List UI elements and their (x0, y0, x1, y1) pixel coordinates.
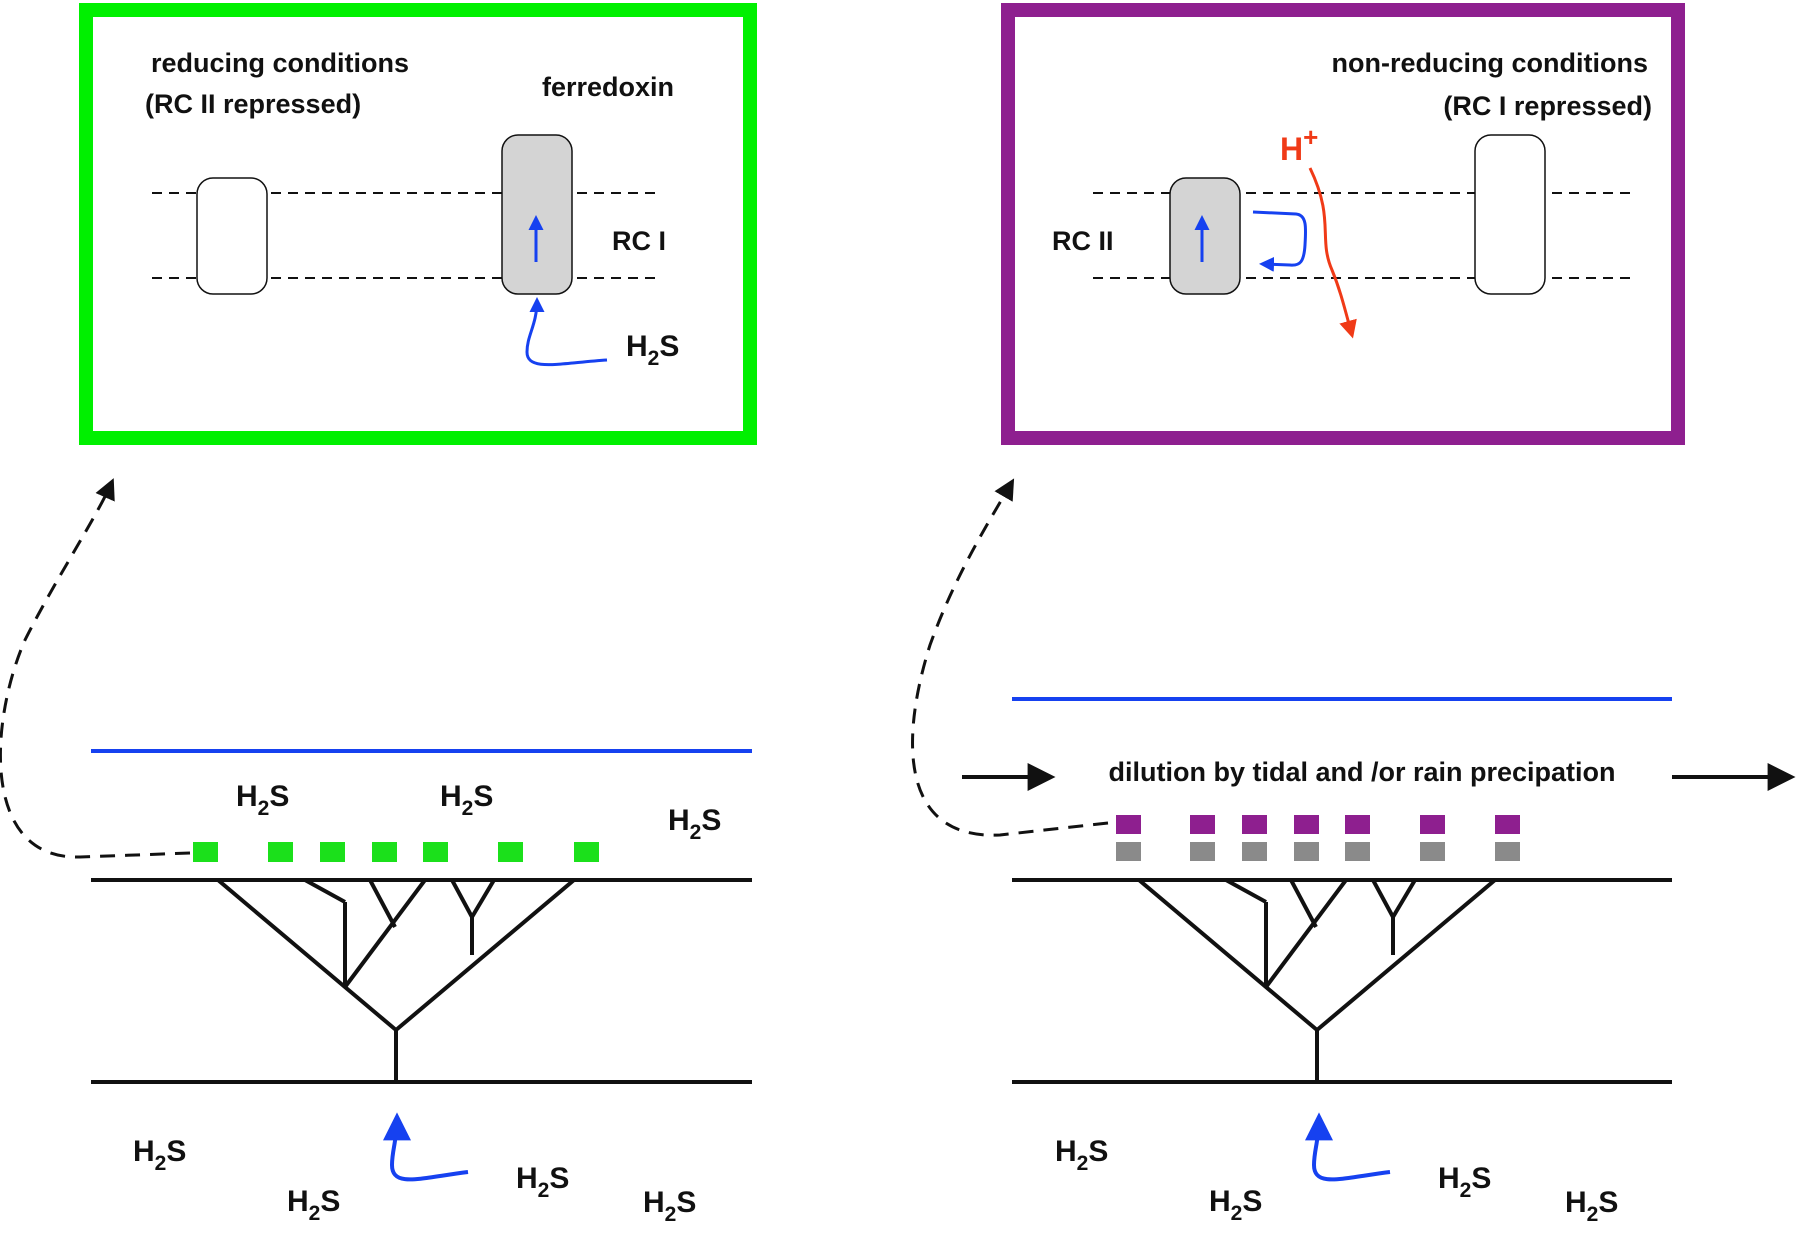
rc1-label: RC I (612, 226, 666, 256)
left-conditions-panel: reducing conditions (RC II repressed) fe… (79, 3, 757, 445)
green-cell (498, 842, 523, 862)
green-cell (574, 842, 599, 862)
repressed-rc2-box (196, 177, 268, 295)
right-purple-gray-cells (1116, 815, 1520, 861)
active-rc1-box (501, 134, 573, 295)
right-tree-icon (1137, 878, 1497, 1082)
h2s-label: H2S (133, 1135, 186, 1175)
cyclic-electron-arrow-icon (1252, 210, 1308, 272)
proton-label: H+ (1280, 122, 1318, 167)
right-mat-scene: dilution by tidal and /or rain precipati… (962, 697, 1796, 1182)
h2s-label: H2S (236, 780, 289, 820)
right-conditions-panel: non-reducing conditions (RC I repressed)… (1001, 3, 1685, 445)
right-dashed-link-arrow-icon (911, 478, 1109, 837)
rc2-label: RC II (1052, 226, 1114, 256)
right-panel-frame (1001, 3, 1685, 445)
purple-cell (1420, 815, 1445, 834)
h2s-label: H2S (1055, 1135, 1108, 1175)
left-mat-scene (91, 749, 752, 1182)
h2s-label: H2S (668, 804, 721, 844)
green-cell (423, 842, 448, 862)
h2s-label: H2S (1565, 1186, 1618, 1226)
h2s-labels: H2S H2S H2S H2S H2S H2S H2S H2S H2S H2S H2S (133, 780, 1618, 1226)
gray-cell (1345, 842, 1370, 861)
h2s-label: H2S (440, 780, 493, 820)
left-panel-frame (79, 3, 757, 445)
purple-cell (1345, 815, 1370, 834)
gray-cell (1294, 842, 1319, 861)
right-condition-line1: non-reducing conditions (1332, 48, 1648, 78)
green-cell (268, 842, 293, 862)
h2s-label: H2S (1209, 1185, 1262, 1225)
left-condition-line2: (RC II repressed) (145, 89, 361, 119)
purple-cell (1190, 815, 1215, 834)
ferredoxin-label: ferredoxin (542, 72, 674, 102)
proton-flow-arrow-icon (1308, 167, 1357, 339)
left-h2s-uptake-arrow-icon (382, 1112, 469, 1182)
gray-cell (1495, 842, 1520, 861)
purple-cell (1242, 815, 1267, 834)
left-dashed-link-arrow-icon (0, 478, 191, 859)
active-rc2-box (1169, 177, 1241, 295)
h2s-label: H2S (516, 1162, 569, 1202)
gray-cell (1116, 842, 1141, 861)
gray-cell (1190, 842, 1215, 861)
purple-cell (1116, 815, 1141, 834)
left-tree-icon (216, 878, 576, 1082)
repressed-rc1-box (1474, 134, 1546, 295)
left-panel-h2s-label: H2S (626, 330, 679, 370)
gray-cell (1242, 842, 1267, 861)
dilution-label: dilution by tidal and /or rain precipati… (1108, 757, 1615, 787)
purple-cell (1495, 815, 1520, 834)
purple-cell (1294, 815, 1319, 834)
gray-cell (1420, 842, 1445, 861)
h2s-label: H2S (643, 1186, 696, 1226)
h2s-label: H2S (1438, 1162, 1491, 1202)
h2s-to-rc1-arrow-icon (525, 297, 608, 367)
h2s-label: H2S (287, 1185, 340, 1225)
right-h2s-uptake-arrow-icon (1304, 1112, 1391, 1182)
green-cell (320, 842, 345, 862)
left-condition-line1: reducing conditions (151, 48, 409, 78)
green-cell (193, 842, 218, 862)
left-green-cells (193, 842, 599, 862)
green-cell (372, 842, 397, 862)
right-condition-line2: (RC I repressed) (1443, 91, 1652, 121)
